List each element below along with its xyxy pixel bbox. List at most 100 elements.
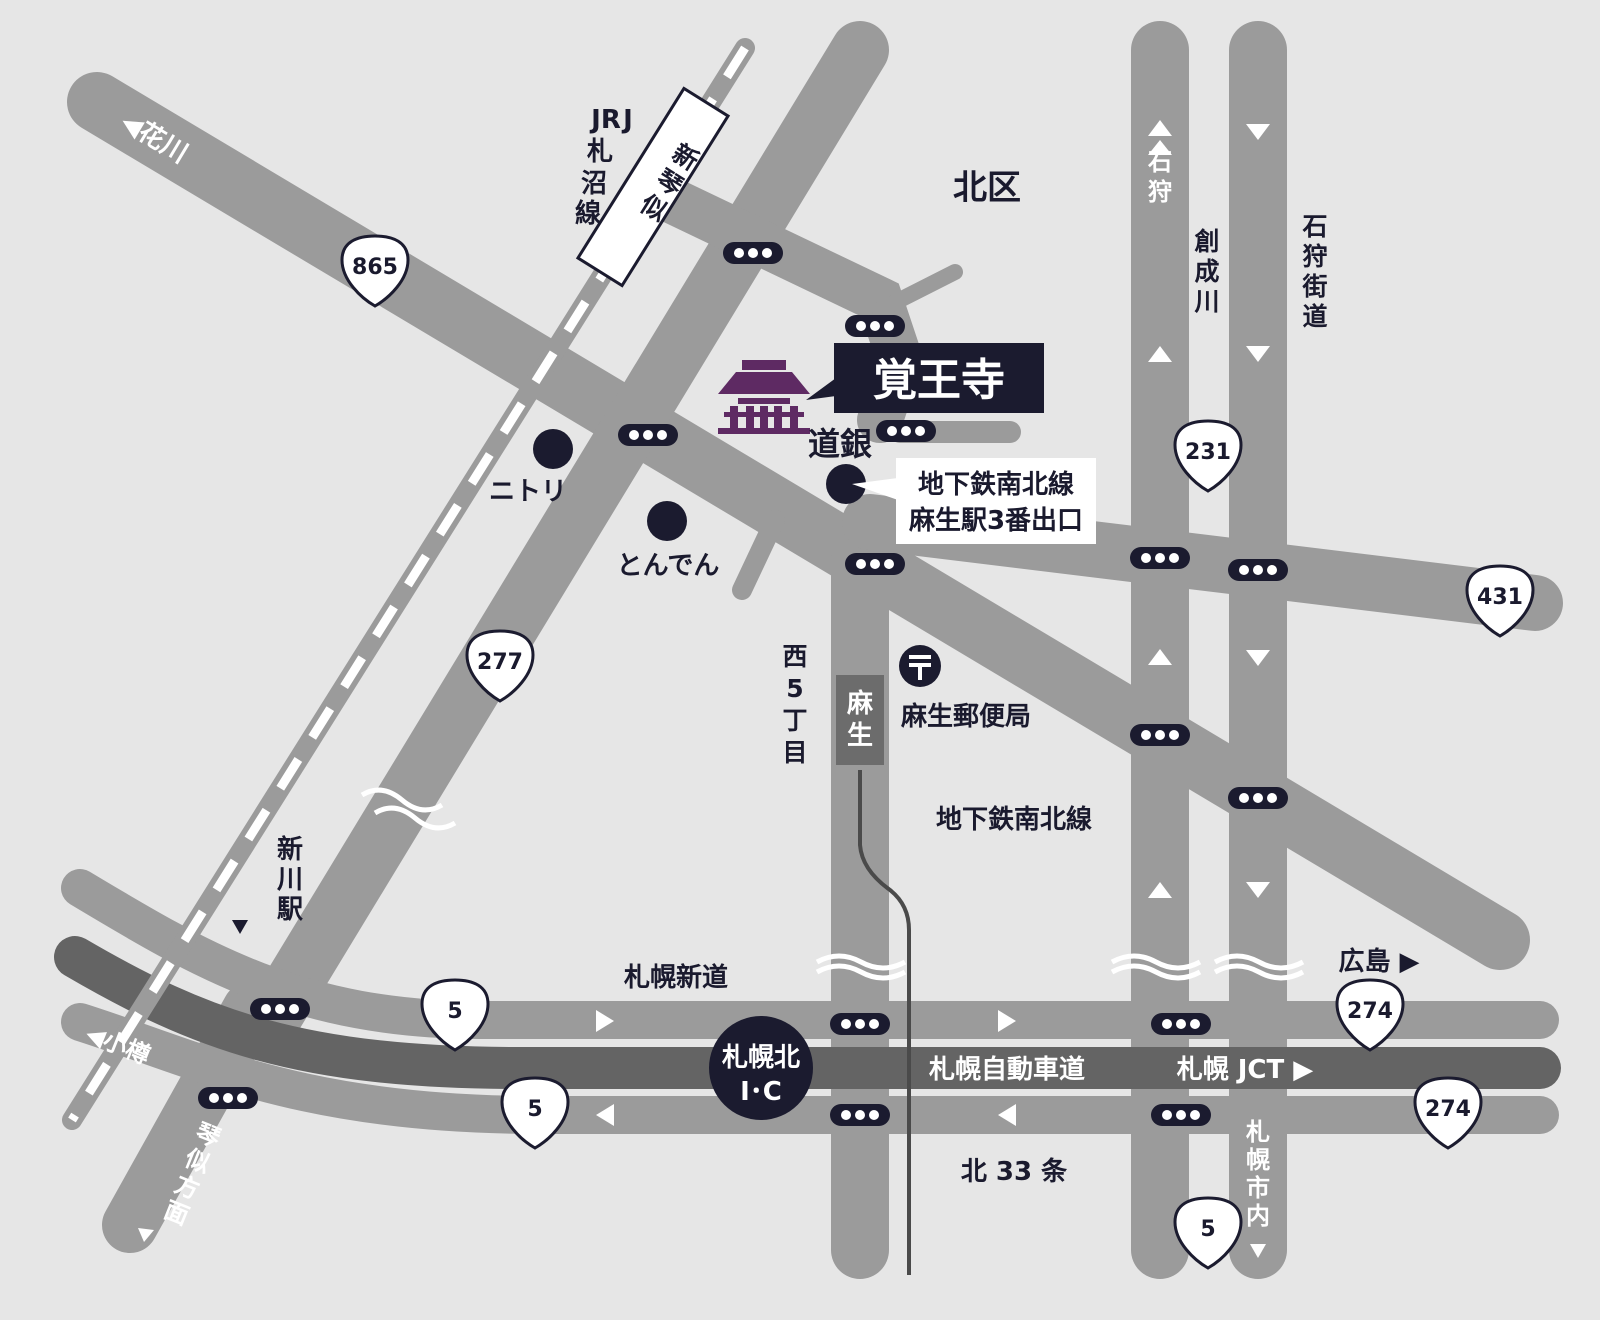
post-office-label: 麻生郵便局 — [900, 702, 1031, 732]
arrow-up-icon — [1148, 882, 1172, 898]
nishi5-label: 5 — [786, 674, 803, 703]
temple-callout — [806, 343, 1044, 413]
arrow-left-icon — [596, 1104, 614, 1126]
svg-text:5: 5 — [447, 999, 462, 1024]
jr-line-label: J — [621, 105, 633, 135]
asabu-station-label: 生 — [847, 721, 873, 751]
jr-line-label: JR — [589, 105, 621, 135]
ishikari-label: 狩 — [1148, 178, 1172, 206]
traffic-signal-icon — [830, 1104, 890, 1126]
svg-text:865: 865 — [352, 255, 398, 280]
sapporo-shinai-label: 幌 — [1246, 1146, 1270, 1174]
route-shield-274: 274 — [1335, 978, 1405, 1052]
tonden-dot-icon — [647, 501, 687, 541]
traffic-signal-icon — [723, 242, 783, 264]
jr-line-label: 札 — [587, 137, 613, 167]
road-stub-ne — [872, 264, 963, 318]
tonden-label: とんでん — [617, 551, 720, 581]
route-shield-277: 277 — [465, 629, 535, 703]
svg-text:231: 231 — [1185, 440, 1231, 465]
road-expressway — [54, 936, 1561, 1089]
traffic-signal-icon — [845, 315, 905, 337]
traffic-signal-icon — [1228, 787, 1288, 809]
arrow-down-icon — [1246, 882, 1270, 898]
nitori-label: ニトリ — [489, 477, 567, 507]
post-office-icon — [899, 645, 941, 687]
jct-label: 札幌 JCT ▶ — [1177, 1055, 1314, 1085]
traffic-signal-icon — [1151, 1013, 1211, 1035]
ic-label-line1: 札幌北 — [722, 1043, 800, 1073]
route-shield-5: 5 — [420, 978, 490, 1052]
dogin-bank-label: 道銀 — [808, 425, 872, 463]
temple-name: 覚王寺 — [873, 355, 1005, 406]
arrow-left-icon — [998, 1104, 1016, 1126]
ic-label-line2: I･C — [740, 1077, 782, 1107]
svg-text:431: 431 — [1477, 585, 1523, 610]
subway-exit-callout — [852, 458, 1096, 544]
arrow-right-icon — [998, 1010, 1016, 1032]
traffic-signals — [198, 242, 1288, 1126]
arrow-up-icon — [1148, 649, 1172, 665]
nishi5-label: 目 — [782, 738, 807, 767]
sapporo-shinai-label: 市 — [1246, 1174, 1270, 1202]
asabu-station-box — [836, 675, 884, 765]
arrow-down-icon — [1246, 650, 1270, 666]
traffic-signal-icon — [618, 424, 678, 446]
traffic-signal-icon — [1228, 559, 1288, 581]
svg-text:5: 5 — [1200, 1217, 1215, 1242]
arrow-down-icon — [138, 1228, 154, 1242]
arrow-down-icon — [232, 920, 248, 934]
subway-line-label: 地下鉄南北線 — [936, 804, 1092, 835]
traffic-signal-icon — [845, 553, 905, 575]
arrow-down-icon — [1246, 124, 1270, 140]
subway-exit-line2: 麻生駅3番出口 — [908, 506, 1083, 536]
svg-text:274: 274 — [1425, 1097, 1471, 1122]
jr-line-label: 沼 — [581, 169, 607, 199]
road-route-277 — [236, 21, 889, 1059]
temple-icon — [718, 360, 810, 434]
nishi5-label: 丁 — [782, 706, 807, 735]
route-shield-5: 5 — [500, 1076, 570, 1150]
ishikari-kaido-label: 街 — [1301, 272, 1327, 301]
arrow-up-icon — [1148, 120, 1172, 136]
expressway-label: 札幌自動車道 — [929, 1054, 1085, 1085]
nitori-dot-icon — [533, 429, 573, 469]
ishikari-kaido-label: 狩 — [1302, 242, 1327, 271]
road-break-marks — [360, 787, 1305, 981]
subway-exit-line1: 地下鉄南北線 — [918, 469, 1074, 500]
subway-line — [858, 770, 911, 1275]
jr-line-label: 線 — [575, 198, 601, 229]
ishikari-kaido-label: 石 — [1301, 212, 1327, 241]
traffic-signal-icon — [830, 1013, 890, 1035]
road-stub-south — [732, 510, 785, 600]
nishi5-label: 西 — [782, 642, 807, 671]
svg-text:274: 274 — [1347, 999, 1393, 1024]
shinkotoni-station — [575, 86, 731, 288]
sapporo-shinai-label: 内 — [1246, 1202, 1270, 1230]
route-shield-5: 5 — [1173, 1196, 1243, 1270]
traffic-signal-icon — [1130, 724, 1190, 746]
shinkawa-station-label: 川 — [277, 865, 303, 895]
svg-text:5: 5 — [527, 1097, 542, 1122]
ishikari-kaido-label: 道 — [1302, 302, 1327, 331]
arrow-down-icon — [1250, 1244, 1266, 1258]
subway-exit-dot-icon — [826, 464, 866, 504]
route-shield-231: 231 — [1173, 419, 1243, 493]
soseigawa-label: 川 — [1194, 287, 1219, 316]
kita33-label: 北 33 条 — [961, 1157, 1068, 1187]
district-label: 北区 — [953, 168, 1021, 208]
direction-arrows — [596, 120, 1270, 1126]
route-shields: 865 277 231 431 5 5 274 274 5 — [340, 234, 1535, 1270]
route-shield-865: 865 — [340, 234, 410, 308]
arrow-down-icon — [1246, 346, 1270, 362]
shinkawa-station-label: 駅 — [277, 895, 303, 925]
traffic-signal-icon — [198, 1087, 258, 1109]
route-shield-274: 274 — [1413, 1076, 1483, 1150]
shinkawa-station-label: 新 — [277, 834, 303, 865]
soseigawa-label: 成 — [1194, 257, 1219, 286]
traffic-signal-icon — [876, 420, 936, 442]
traffic-signal-icon — [1151, 1104, 1211, 1126]
traffic-signal-icon — [250, 998, 310, 1020]
sapporo-shindo-label: 札幌新道 — [624, 962, 728, 993]
